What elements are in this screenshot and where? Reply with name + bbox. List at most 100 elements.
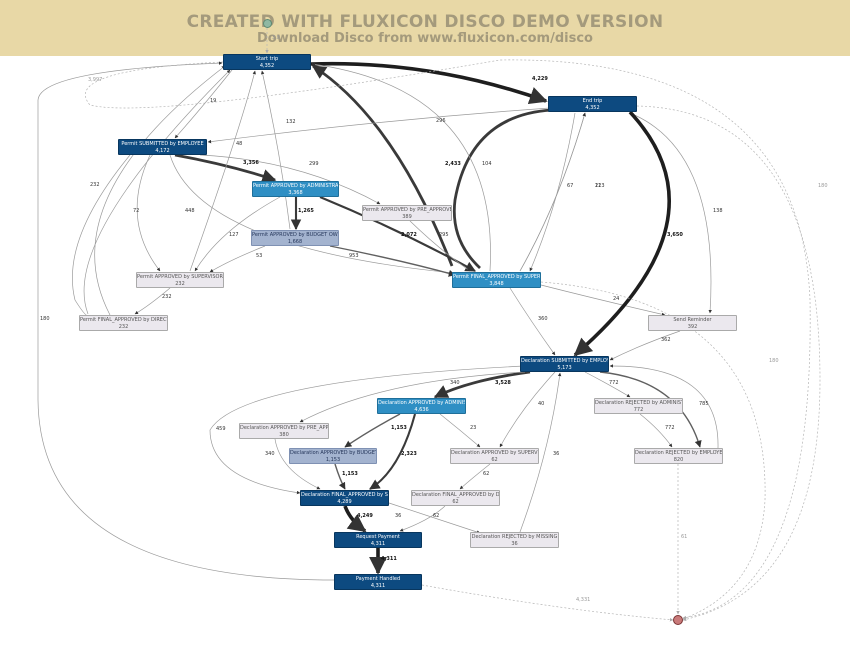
edge-decl_final_supervisor-to-decl_rej_missing[interactable] [388,502,481,534]
edge-frequency-label: 3,356 [243,160,259,166]
edge-decl_appr_admin-to-decl_appr_budget[interactable] [344,413,401,448]
edge-permit_appr_budget-to-permit_appr_supervisor[interactable] [209,245,266,273]
activity-frequency: 1,153 [325,457,341,463]
activity-node-decl-final-director[interactable]: Declaration FINAL_APPROVED by DIRECTOR62 [411,490,500,506]
activity-name: Declaration REJECTED by ADMINISTRATION [595,400,682,406]
edge-decl_appr_supervisor-to-decl_final_director[interactable] [459,463,491,490]
watermark-subtitle: Download Disco from www.fluxicon.com/dis… [257,31,593,46]
activity-frequency: 232 [175,281,185,287]
edge-decl_appr_admin-to-decl_final_supervisor[interactable] [369,413,417,490]
edge-start_trip-to-process_end[interactable] [85,59,811,620]
edge-frequency-label: 459 [216,426,226,432]
edge-decl_final_director-to-request_payment[interactable] [399,505,446,532]
edge-decl_final_supervisor-to-request_payment[interactable] [343,505,367,533]
edge-frequency-label: 3,650 [667,232,683,238]
edge-decl_rej_admin-to-decl_rej_employee[interactable] [639,413,673,448]
edge-decl_submitted-to-decl_appr_supervisor[interactable] [499,371,556,448]
edge-end_trip-to-send_reminder[interactable] [629,112,712,314]
edge-permit_final_director-to-start_trip[interactable] [94,65,226,316]
edge-end_trip-to-process_end[interactable] [636,105,821,622]
edge-decl_appr_admin-to-decl_appr_supervisor[interactable] [439,413,481,448]
edge-decl_submitted-to-decl_appr_admin[interactable] [433,370,531,399]
edge-decl_submitted-to-decl_appr_pre[interactable] [299,371,526,423]
activity-node-decl-appr-budget[interactable]: Declaration APPROVED by BUDGET OWNER1,15… [289,448,377,464]
edge-frequency-label: 104 [482,161,492,167]
edge-decl_submitted-to-decl_rej_employee[interactable] [599,371,702,448]
edge-frequency-label: 2,433 [445,161,461,167]
edge-frequency-label: 24 [613,296,620,302]
activity-frequency: 4,311 [370,541,386,547]
edge-end_trip-to-permit_submitted[interactable] [207,107,551,144]
activity-frequency: 62 [452,499,459,505]
activity-node-decl-final-supervisor[interactable]: Declaration FINAL_APPROVED by SUPERVISOR… [300,490,389,506]
edge-frequency-label: 180 [769,358,779,364]
edge-permit_final_supervisor-to-process_end[interactable] [540,281,766,620]
edge-frequency-label: 772 [665,425,675,431]
activity-name: Declaration SUBMITTED by EMPLOYEE [521,358,609,364]
edge-permit_submitted-to-start_trip[interactable] [72,70,230,317]
activity-name: Declaration APPROVED by PRE_APPROVER [240,425,329,431]
edge-payment_handled-to-start_trip[interactable] [37,61,335,581]
edge-permit_final_supervisor-to-start_trip[interactable] [311,62,491,272]
activity-node-decl-rej-admin[interactable]: Declaration REJECTED by ADMINISTRATION77… [594,398,683,414]
edge-frequency-label: 36 [553,451,560,457]
activity-node-decl-appr-supervisor[interactable]: Declaration APPROVED by SUPERVISOR62 [450,448,539,464]
edge-permit_final_supervisor-to-end_trip[interactable] [519,112,586,272]
activity-name: Declaration FINAL_APPROVED by SUPERVISOR [301,492,388,498]
edge-frequency-label: 232 [162,294,172,300]
edge-decl_appr_pre-to-decl_final_supervisor[interactable] [274,438,321,490]
watermark-title: CREATED WITH FLUXICON DISCO DEMO VERSION [186,12,664,32]
edge-decl_rej_employee-to-decl_submitted[interactable] [609,364,719,449]
edge-end_trip-to-decl_submitted[interactable] [573,110,672,357]
edge-payment_handled-to-process_end[interactable] [421,584,674,622]
activity-node-permit-appr-admin[interactable]: Permit APPROVED by ADMINISTRATION3,368 [252,181,339,197]
edge-permit_submitted-to-permit_appr_admin[interactable] [174,153,277,183]
edge-decl_appr_budget-to-decl_final_supervisor[interactable] [334,463,346,490]
edge-permit_appr_prebudget-to-permit_final_supervisor[interactable] [409,220,471,272]
edge-permit_final_supervisor-to-decl_submitted[interactable] [509,287,556,356]
edge-permit_appr_budget-to-start_trip[interactable] [260,70,291,230]
edge-start_trip-to-permit_submitted[interactable] [174,69,233,139]
demo-watermark-banner: CREATED WITH FLUXICON DISCO DEMO VERSION… [0,0,850,56]
activity-frequency: 4,311 [370,583,386,589]
edge-end_trip-to-permit_final_supervisor[interactable] [529,112,576,272]
edge-permit_appr_admin-to-permit_appr_supervisor[interactable] [194,196,281,272]
edge-permit_submitted-to-permit_appr_prebudget[interactable] [199,154,381,205]
edge-frequency-label: 3,8 [272,35,280,41]
edge-send_reminder-to-decl_submitted[interactable] [609,330,681,361]
activity-frequency: 392 [687,324,698,330]
activity-node-decl-appr-admin[interactable]: Declaration APPROVED by ADMINISTRATION4,… [377,398,466,414]
edge-decl_submitted-to-decl_final_supervisor[interactable] [209,365,526,495]
edge-permit_final_supervisor-to-send_reminder[interactable] [540,284,666,316]
edge-permit_appr_budget-to-permit_final_supervisor[interactable] [329,245,456,277]
activity-name: End trip [582,98,603,104]
activity-node-decl-appr-pre[interactable]: Declaration APPROVED by PRE_APPROVER380 [239,423,329,439]
edge-start_trip-to-end_trip[interactable] [310,61,548,105]
edge-frequency-label: 138 [713,208,723,214]
edge-permit_submitted-to-permit_appr_supervisor[interactable] [136,154,161,272]
edge-permit_final_supervisor-to-end_trip[interactable] [519,112,586,272]
edge-decl_rej_missing-to-decl_submitted[interactable] [519,372,562,533]
edge-decl_submitted-to-decl_rej_admin[interactable] [584,371,631,398]
activity-name: Permit APPROVED by SUPERVISOR [137,274,223,280]
edge-permit_appr_supervisor-to-permit_final_director[interactable] [134,287,171,315]
edge-permit_appr_supervisor-to-start_trip[interactable] [189,70,256,272]
activity-frequency: 5,173 [557,365,572,371]
activity-node-permit-final-supervisor[interactable]: Permit FINAL_APPROVED by SUPERVISOR3,848 [452,272,541,288]
activity-frequency: 820 [673,457,684,463]
edge-end_trip-to-start_trip[interactable] [313,66,553,270]
edge-frequency-label: 3,997 [88,77,103,83]
